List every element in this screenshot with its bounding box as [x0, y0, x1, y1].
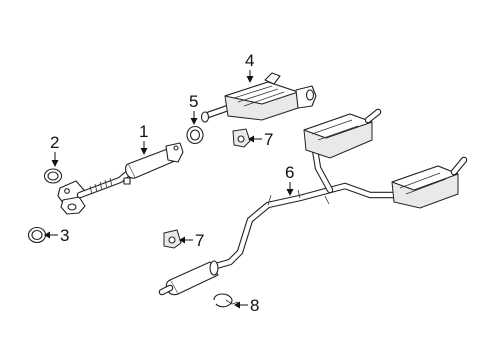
gasket-2 [43, 168, 63, 184]
muffler-assembly-6 [158, 108, 468, 296]
callout-5-label: 5 [189, 92, 198, 111]
callout-4: 4 [245, 51, 254, 83]
callout-4-label: 4 [245, 51, 254, 70]
callout-7-lower-label: 7 [195, 231, 204, 250]
callout-7-lower: 7 [179, 231, 204, 250]
callout-2-label: 2 [50, 133, 59, 152]
callout-6: 6 [285, 163, 294, 196]
clamp-8 [213, 293, 239, 308]
catalytic-converter-4 [200, 72, 317, 123]
callout-1: 1 [139, 122, 148, 155]
callout-3: 3 [44, 226, 69, 245]
gasket-3 [27, 226, 47, 244]
rubber-hanger-7-upper [232, 128, 251, 148]
callout-6-label: 6 [285, 163, 294, 182]
front-pipe-1 [57, 142, 184, 215]
callout-7-upper-label: 7 [264, 130, 273, 149]
gasket-5 [186, 125, 204, 145]
callout-8-label: 8 [250, 296, 259, 315]
rubber-hanger-7-lower [163, 229, 182, 249]
callout-1-label: 1 [139, 122, 148, 141]
callout-8: 8 [234, 296, 259, 315]
callout-3-label: 3 [60, 226, 69, 245]
callout-5: 5 [189, 92, 198, 125]
callout-2: 2 [50, 133, 59, 167]
callout-7-upper: 7 [248, 130, 273, 149]
